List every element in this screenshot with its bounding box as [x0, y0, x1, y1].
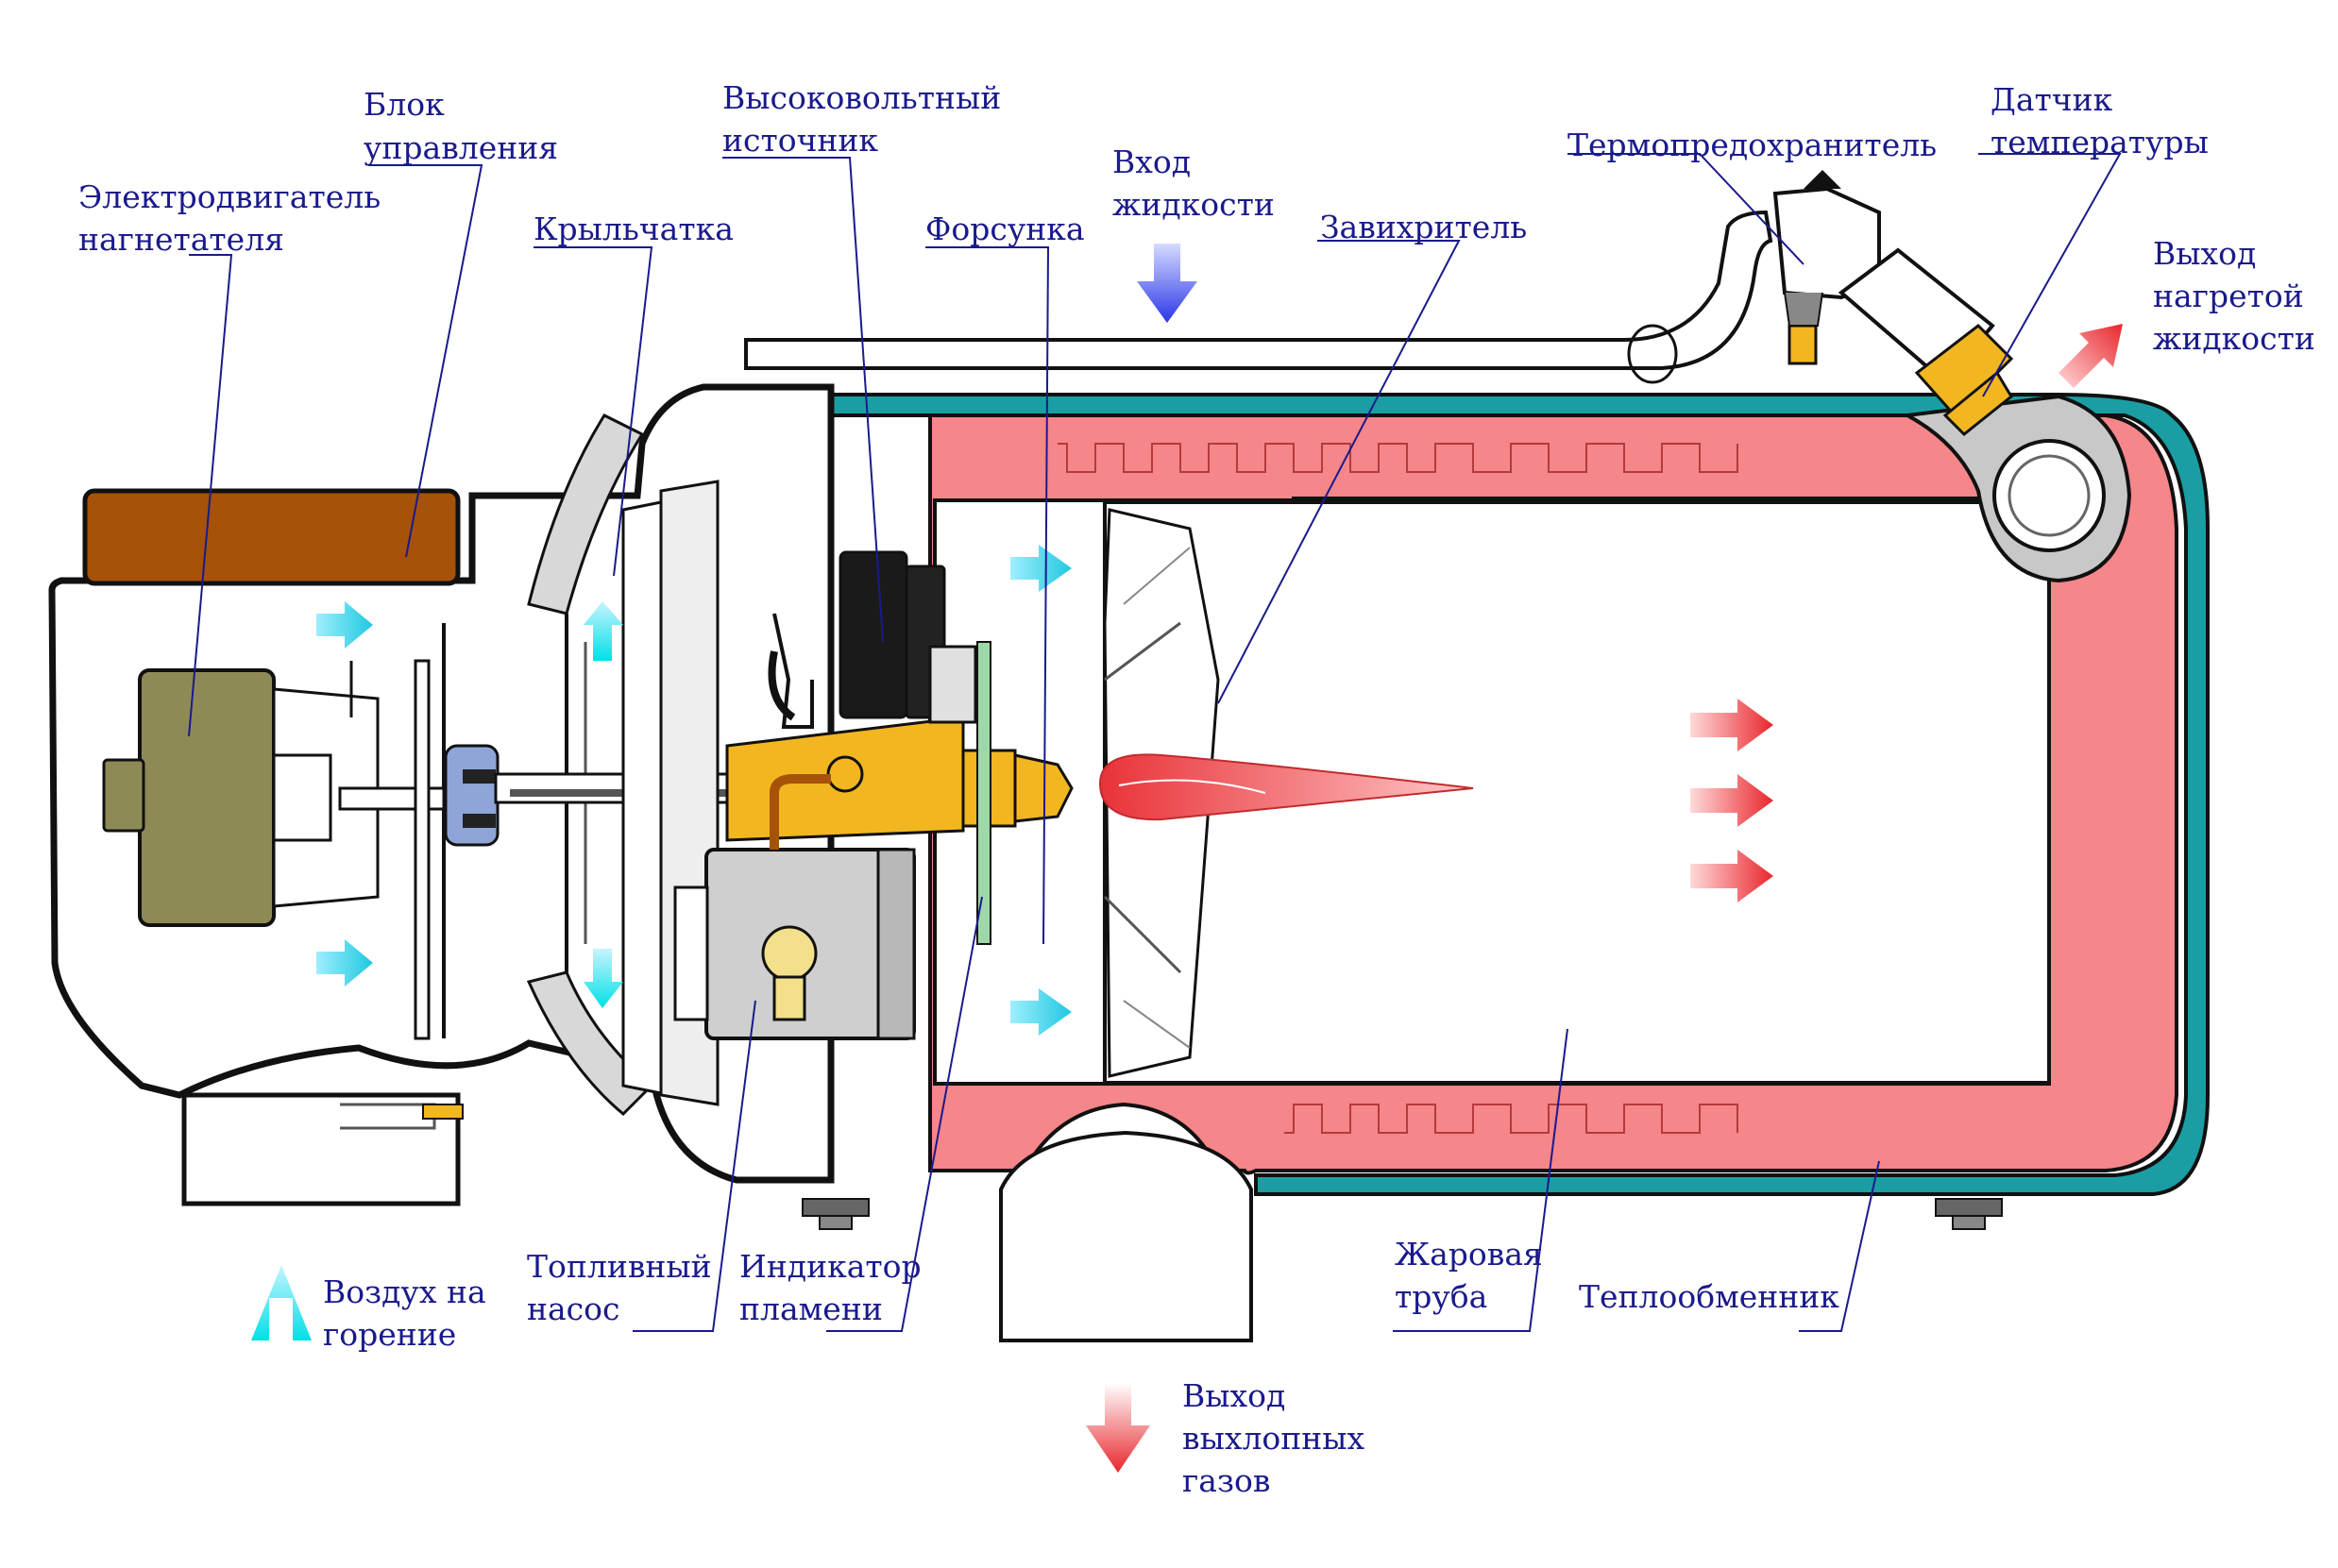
hot-arrow: [1690, 699, 1773, 751]
label-swirler: Завихритель: [1320, 209, 1527, 245]
cold-liquid-in-arrow: [1137, 244, 1197, 323]
flame-indicator: [976, 641, 991, 945]
water-jacket: [820, 393, 2210, 1196]
control-unit: [82, 488, 461, 586]
leader-lines: [188, 153, 2122, 1332]
hot-liquid-out-arrow: [2058, 324, 2123, 388]
air-arrow: [584, 949, 623, 1008]
thermal-fuse: [1772, 170, 1881, 365]
air-flow-arrows: [251, 545, 1072, 1340]
exhaust-pipe: [999, 1130, 1253, 1342]
flame-highlight: [1118, 779, 1266, 794]
liquid-inlet-pipe: [744, 210, 1773, 384]
fins-bottom: [1284, 1104, 1738, 1134]
mount-foot-right: [1935, 1198, 2003, 1230]
mount-foot-left: [802, 1198, 870, 1230]
combustion-air-arrow: [251, 1265, 312, 1340]
label-heat-exchanger: Теплообменник: [1579, 1278, 1839, 1315]
label-nozzle: Форсунка: [925, 211, 1085, 247]
fins-top: [1058, 443, 1738, 473]
fuel-pump: [673, 848, 916, 1040]
label-thermo-fuse: Термопредохранитель: [1567, 126, 1937, 163]
fuel-block: [725, 716, 1074, 850]
hot-arrow: [1690, 850, 1773, 902]
hot-arrow: [1690, 774, 1773, 827]
liquid-outlet-nozzle: [1901, 394, 2132, 583]
air-arrow: [584, 601, 623, 661]
air-arrow: [316, 601, 373, 649]
air-arrow: [1010, 545, 1072, 592]
high-voltage-source: [768, 550, 977, 729]
flame: [1098, 753, 1474, 821]
exhaust-arrow: [1086, 1383, 1150, 1473]
hot-gas-arrows: [1086, 324, 2123, 1473]
air-arrow: [316, 939, 373, 986]
coupling: [444, 744, 500, 847]
blower-motor: [102, 659, 446, 1040]
temperature-sensor: [1838, 247, 2014, 437]
label-impeller: Крыльчатка: [534, 211, 734, 247]
air-arrow: [1010, 988, 1072, 1036]
